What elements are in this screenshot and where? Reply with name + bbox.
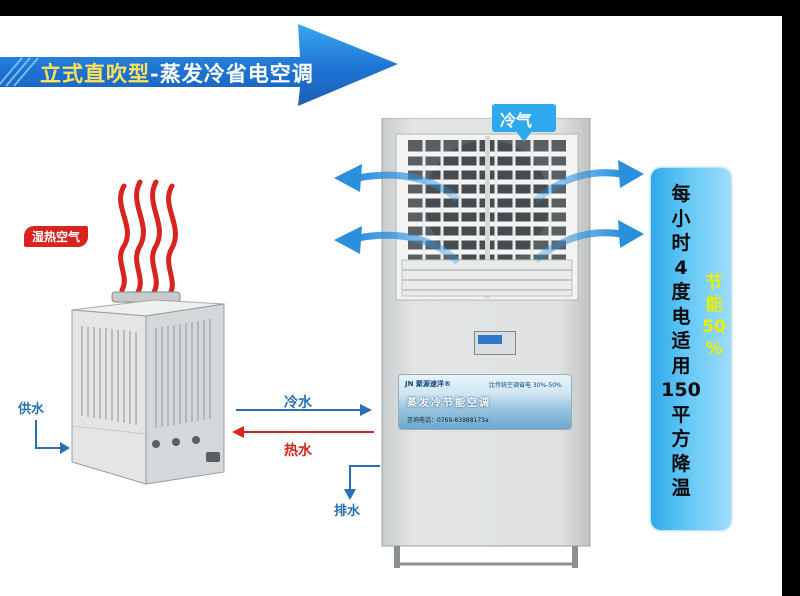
hot-water-label: 热水 bbox=[284, 443, 312, 459]
energy-info-char: 降 bbox=[671, 452, 691, 475]
energy-info-box: 每 小 时 4 度 电 适 用 150 平 方 降 温 节 能 50 % bbox=[651, 168, 731, 530]
control-display bbox=[474, 331, 516, 355]
energy-info-char: 150 bbox=[661, 379, 701, 401]
banner-arrow bbox=[0, 24, 398, 106]
banner-title-highlight: 立式直吹型 bbox=[40, 61, 150, 86]
energy-info-char: 每 bbox=[671, 183, 691, 205]
energy-saving-char: % bbox=[705, 339, 723, 359]
airflow-left-bottom-icon bbox=[334, 226, 461, 265]
energy-info-char: 方 bbox=[671, 428, 691, 450]
cold-air-label-bg bbox=[492, 104, 556, 132]
energy-saving-text: 节 能 50 % bbox=[699, 272, 729, 360]
energy-info-char: 用 bbox=[671, 354, 691, 377]
hot-humid-air-tag: 湿热空气 bbox=[24, 226, 89, 247]
supply-water-arrow-icon bbox=[35, 420, 70, 454]
cooler-sticker: JN 聚源速洋® 比传统空调省电 30%-50% 蒸发冷节能空调 咨询电话：07… bbox=[398, 374, 572, 430]
airflow-right-bottom-icon bbox=[533, 220, 644, 263]
cold-air-label: 冷气 bbox=[500, 111, 533, 130]
energy-info-char: 温 bbox=[671, 477, 691, 499]
sticker-phone: 咨询电话：0769-83988173a bbox=[407, 417, 489, 424]
energy-info-char: 适 bbox=[671, 330, 691, 352]
energy-info-char: 平 bbox=[671, 403, 691, 426]
sticker-slogan: 比传统空调省电 30%-50% bbox=[489, 382, 562, 389]
airflow-right-top-icon bbox=[533, 160, 644, 203]
energy-info-char: 时 bbox=[671, 232, 691, 254]
energy-saving-char: 能 bbox=[705, 295, 723, 315]
energy-saving-char: 50 bbox=[702, 317, 726, 337]
airflow-left-top-icon bbox=[334, 164, 461, 203]
cold-water-label: 冷水 bbox=[284, 395, 312, 411]
outdoor-unit bbox=[71, 179, 225, 485]
sticker-main-text: 蒸发冷节能空调 bbox=[407, 398, 491, 409]
energy-info-char: 小 bbox=[671, 207, 691, 230]
drain-water-label: 排水 bbox=[334, 504, 361, 519]
heat-waves-icon bbox=[118, 179, 178, 297]
banner-title-rest: -蒸发冷省电空调 bbox=[150, 61, 314, 86]
display-screen bbox=[478, 335, 502, 344]
sticker-brand: JN 聚源速洋® bbox=[405, 380, 451, 388]
energy-saving-char: 节 bbox=[705, 273, 723, 293]
hot-water-arrow-icon bbox=[232, 426, 374, 438]
energy-info-char: 电 bbox=[671, 305, 691, 328]
drain-water-arrow-icon bbox=[344, 465, 380, 500]
banner-title: 立式直吹型-蒸发冷省电空调 bbox=[40, 58, 314, 88]
energy-info-char: 4 bbox=[674, 256, 688, 279]
energy-info-text: 每 小 时 4 度 电 适 用 150 平 方 降 温 bbox=[661, 182, 701, 501]
cold-air-pointer-icon bbox=[515, 130, 533, 142]
airflow-arrows bbox=[334, 160, 644, 265]
water-flow-arrows bbox=[35, 404, 380, 500]
supply-water-label: 供水 bbox=[18, 402, 45, 417]
cold-water-arrow-icon bbox=[236, 404, 372, 416]
energy-info-char: 度 bbox=[671, 281, 691, 303]
